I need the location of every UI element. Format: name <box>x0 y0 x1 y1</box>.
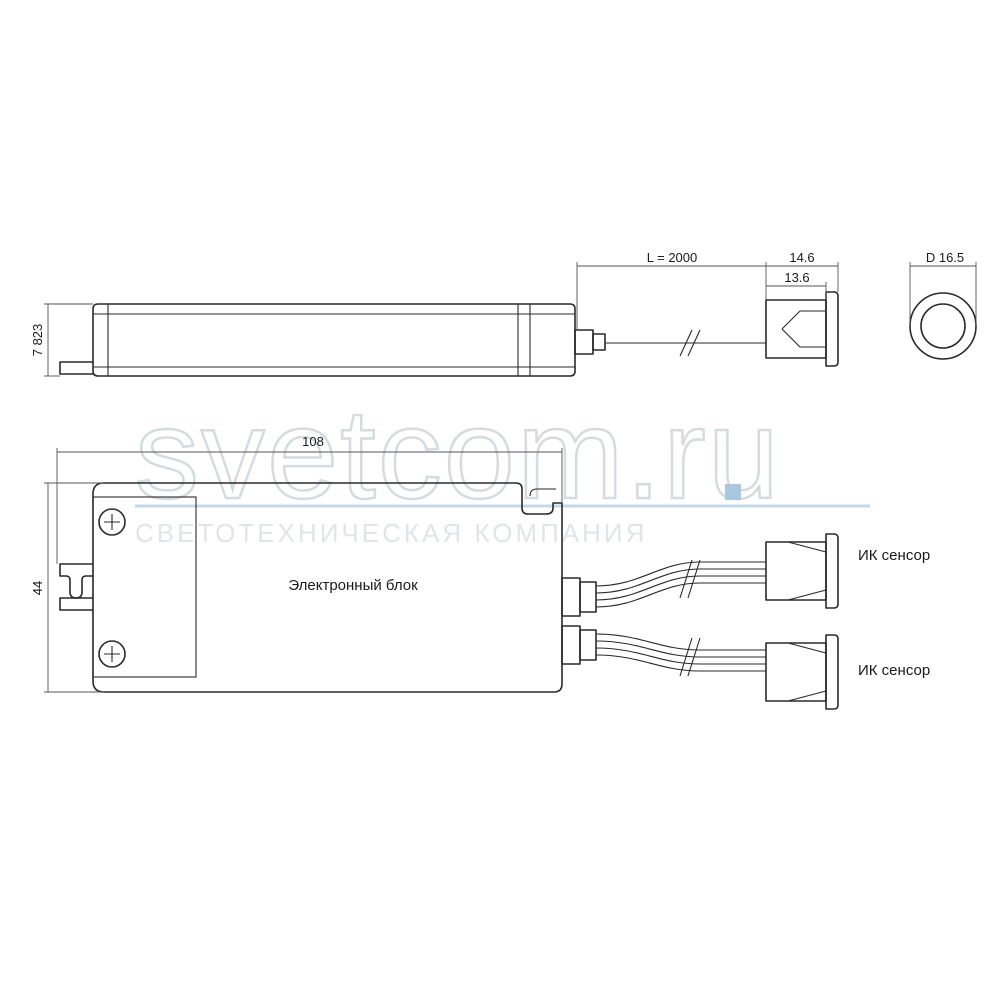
top-view-mounting-tab <box>59 563 94 599</box>
dim-box-length: 108 <box>302 434 324 449</box>
electronic-unit-label: Электронный блок <box>288 577 418 594</box>
ir-sensor-2-body <box>765 642 827 702</box>
cable-2-wire-a <box>595 633 766 651</box>
side-view: 7 823 L = 2000 14.6 13.6 <box>30 250 839 377</box>
top-view-connector-1 <box>561 577 581 617</box>
ir-sensor-1-body <box>765 541 827 601</box>
cable-1-wire-a <box>595 561 766 587</box>
side-view-connector-plug <box>592 333 606 351</box>
cable-1-break-a <box>679 559 693 599</box>
watermark-tagline: СВЕТОТЕХНИЧЕСКАЯ КОМПАНИЯ <box>135 518 647 548</box>
top-view-mounting-tab-lower <box>59 597 94 611</box>
top-view-label-panel <box>92 496 197 678</box>
side-view-break-mark-2 <box>687 329 701 357</box>
cable-1-wire-d <box>595 582 766 608</box>
ir-sensor-1-label: ИК сенсор <box>858 547 930 564</box>
ir-sensor-2 <box>765 634 839 710</box>
ir-sensor-1-flange <box>825 533 839 609</box>
top-view-plug-1 <box>579 581 597 613</box>
cable-2-wire-c <box>595 647 766 665</box>
dim-box-width: 44 <box>30 581 45 595</box>
dim-side-height: 7 823 <box>30 324 45 357</box>
top-view-connector-2 <box>561 625 581 665</box>
screw-bottom-cross <box>104 646 120 662</box>
side-view-sensor-body <box>765 299 827 359</box>
top-view-plug-2 <box>579 629 597 661</box>
cable-1-wire-c <box>595 575 766 601</box>
side-view-connector <box>574 329 594 355</box>
dim-sensor-body: 13.6 <box>784 270 809 285</box>
sensor-front-outer <box>909 292 977 360</box>
watermark-dot <box>725 484 741 500</box>
ir-sensor-2-label: ИК сенсор <box>858 662 930 679</box>
cable-2-wire-b <box>595 640 766 658</box>
ir-sensor-2-line-b <box>787 690 827 702</box>
side-view-sensor-flange <box>825 291 839 367</box>
ir-sensor-2-flange <box>825 634 839 710</box>
cable-1-wire-b <box>595 568 766 594</box>
dim-sensor-flange: 14.6 <box>789 250 814 265</box>
screw-top-cross <box>104 514 120 530</box>
ir-sensor-1-line-a <box>787 541 827 553</box>
top-view: Электронный блок <box>30 434 930 710</box>
top-view-notch <box>529 488 556 497</box>
sensor-front-inner <box>920 303 966 349</box>
side-view-housing <box>92 303 576 377</box>
side-view-mounting-tab <box>59 361 94 375</box>
ir-sensor-1 <box>765 533 839 609</box>
top-view-housing <box>92 482 563 693</box>
sensor-front-view: D 16.5 <box>909 250 977 360</box>
side-view-sensor-lens <box>781 310 826 348</box>
cable-2-break-b <box>687 637 701 677</box>
side-view-break-mark-1 <box>679 329 693 357</box>
cable-1-break-b <box>687 559 701 599</box>
cable-2-break-a <box>679 637 693 677</box>
ir-sensor-2-line-a <box>787 642 827 654</box>
watermark-brand: svetcom.ru <box>135 383 781 526</box>
screw-bottom <box>98 640 126 668</box>
watermark: svetcom.ru СВЕТОТЕХНИЧЕСКАЯ КОМПАНИЯ <box>134 382 870 548</box>
cable-2-wire-d <box>595 654 766 672</box>
dim-cable-length: L = 2000 <box>647 250 697 265</box>
screw-top <box>98 508 126 536</box>
ir-sensor-1-line-b <box>787 589 827 601</box>
screw-top-head <box>98 508 126 536</box>
cable-bundle-2 <box>595 633 766 677</box>
cable-bundle-1 <box>595 559 766 608</box>
dim-sensor-diameter: D 16.5 <box>926 250 964 265</box>
screw-bottom-head <box>98 640 126 668</box>
